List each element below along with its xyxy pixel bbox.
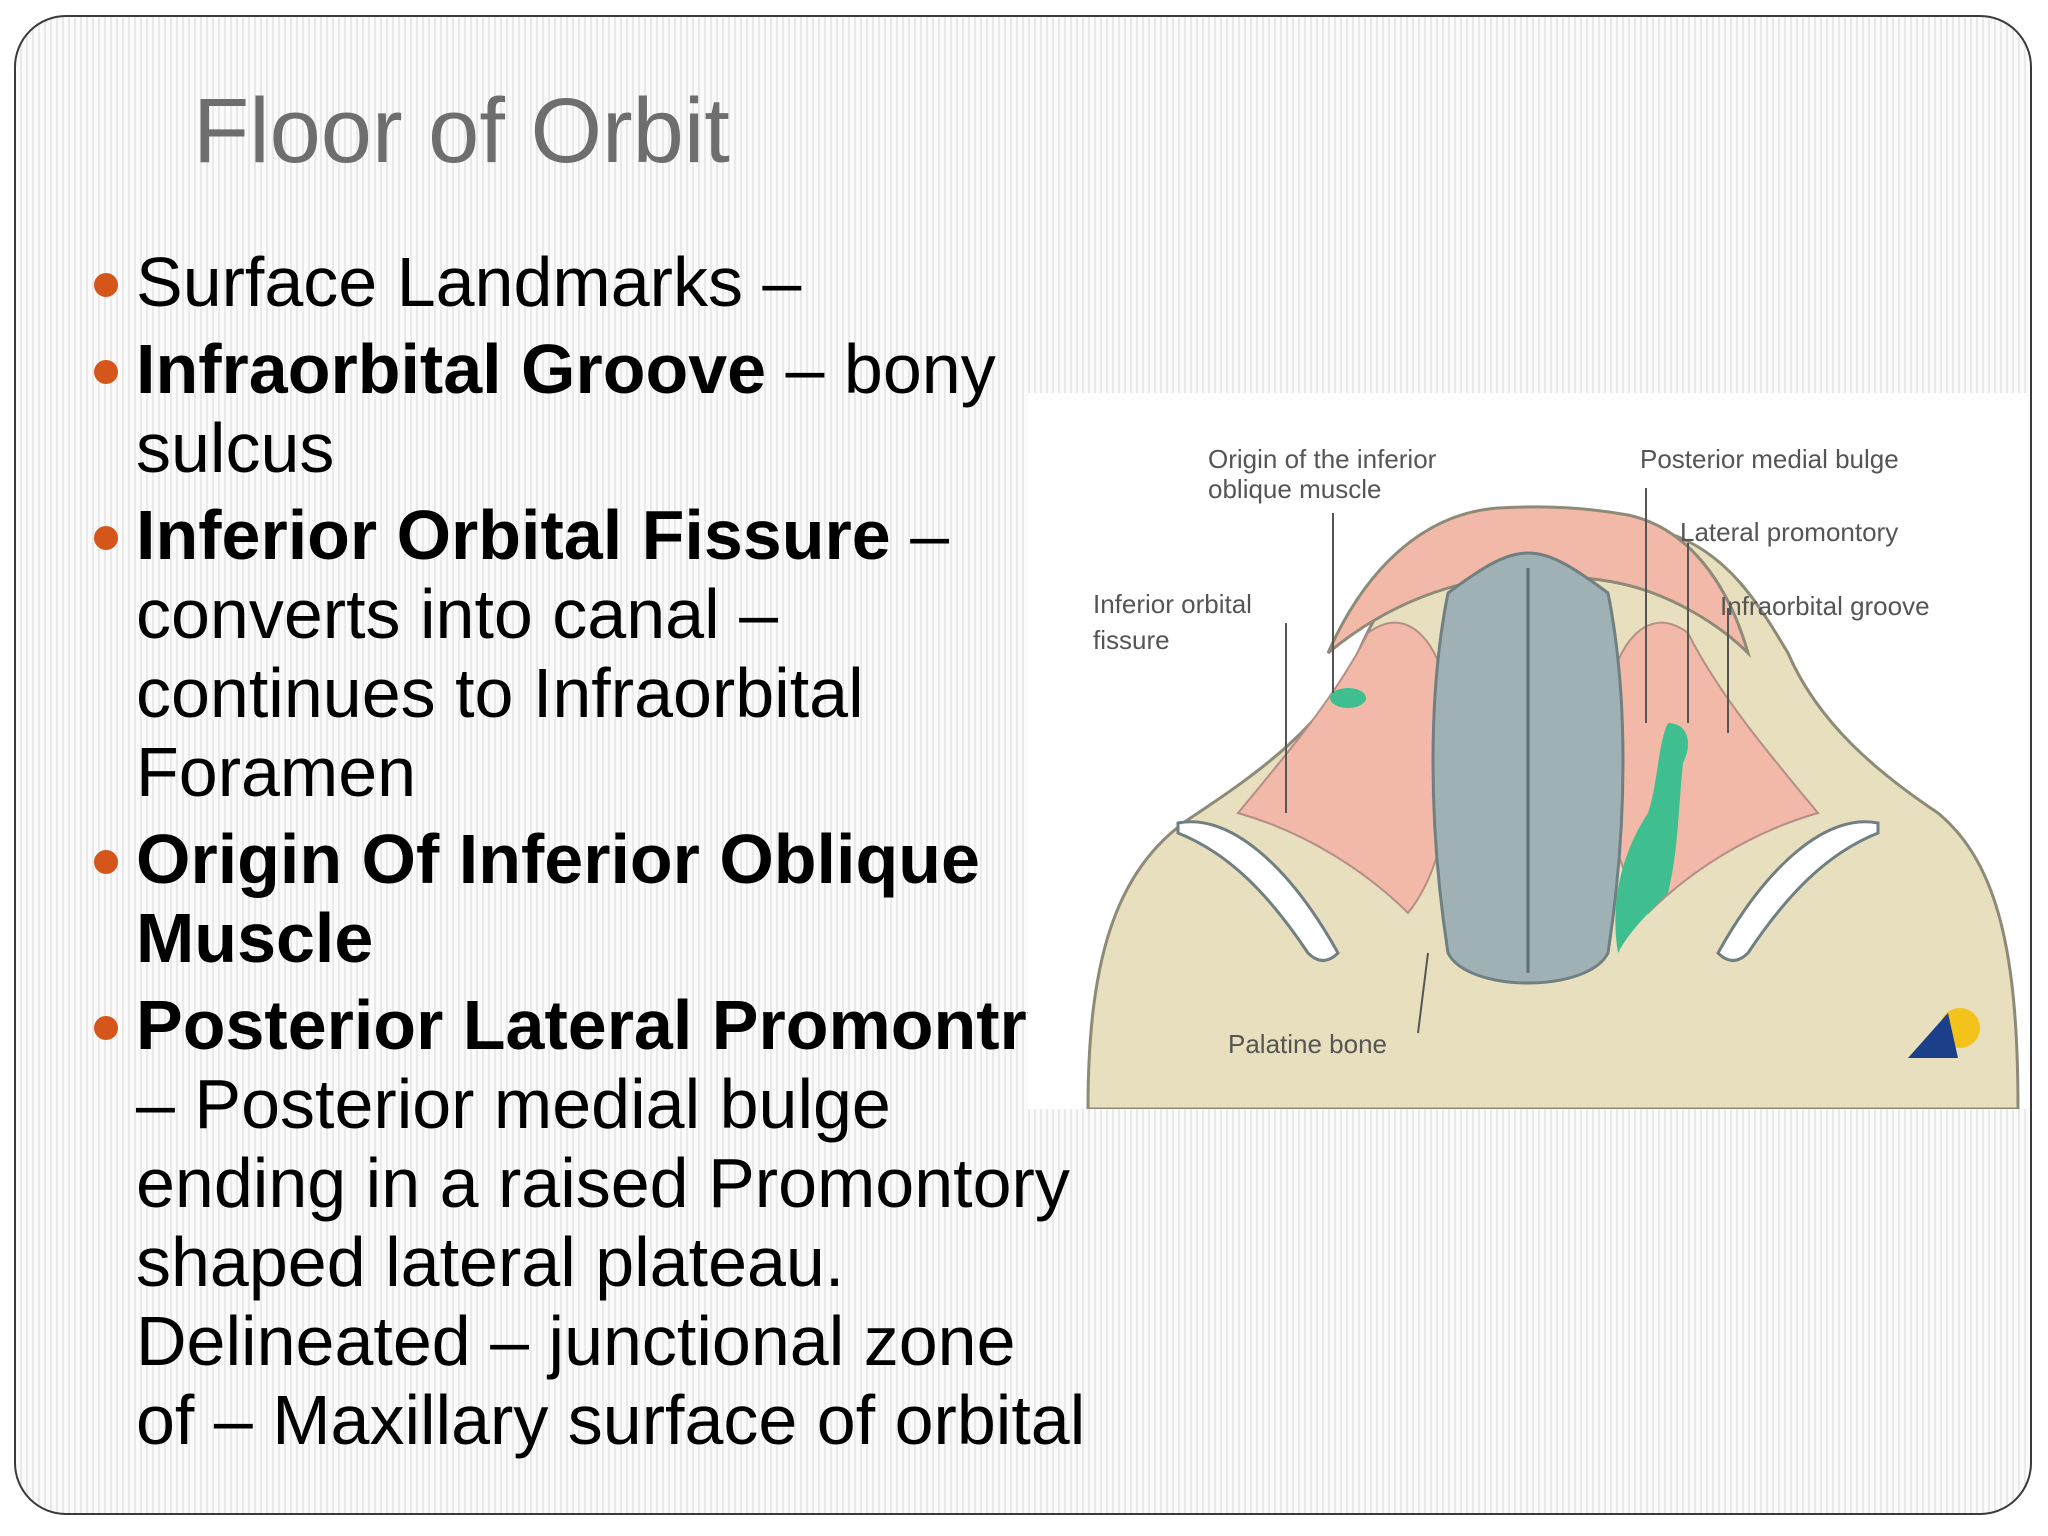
- label-posterior-medial-bulge: Posterior medial bulge: [1640, 444, 1899, 474]
- bullet-bold-text: Infraorbital Groove: [136, 330, 767, 408]
- right-orbital-fissure-shape: [1716, 820, 1880, 962]
- bullet-bold-text: Origin Of Inferior Oblique Muscle: [136, 820, 980, 977]
- bullet-dot-icon: [94, 360, 118, 384]
- bullet-text: Surface Landmarks –: [136, 243, 802, 321]
- bullet-bold-text: Inferior Orbital Fissure: [136, 496, 891, 574]
- bullet-item-surface-landmarks: Surface Landmarks –: [94, 243, 1086, 322]
- slide-frame: Floor of Orbit Surface Landmarks – Infra…: [14, 15, 2032, 1515]
- bullet-dot-icon: [94, 850, 118, 874]
- infraorbital-groove-mark: [1615, 723, 1688, 953]
- bullet-item-inferior-orbital-fissure: Inferior Orbital Fissure – converts into…: [94, 496, 1086, 812]
- left-orbital-fissure-shape: [1176, 820, 1340, 962]
- label-inferior-orbital-fissure-line2: fissure: [1093, 625, 1170, 655]
- bullet-dot-icon: [94, 1016, 118, 1040]
- orbit-floor-diagram: Origin of the inferior oblique muscle Po…: [1086, 444, 2020, 1109]
- bullet-item-infraorbital-groove: Infraorbital Groove – bony sulcus: [94, 330, 1086, 488]
- publisher-logo-triangle: [1908, 1013, 1958, 1058]
- label-origin-inferior-oblique-line1: Origin of the inferior: [1208, 444, 1437, 474]
- label-origin-inferior-oblique-line2: oblique muscle: [1208, 474, 1381, 504]
- label-infraorbital-groove: Infraorbital groove: [1720, 591, 1930, 621]
- leader-line: [1417, 952, 1429, 1034]
- orbit-floor-illustration: Origin of the inferior oblique muscle Po…: [1028, 393, 2028, 1109]
- bullet-item-posterior-lateral-promontry: Posterior Lateral Promontry – Posterior …: [94, 986, 1086, 1460]
- slide-title: Floor of Orbit: [193, 80, 730, 182]
- inferior-oblique-origin-mark: [1330, 688, 1366, 708]
- bullet-list: Surface Landmarks – Infraorbital Groove …: [94, 243, 1086, 1468]
- bullet-text: – Posterior medial bulge ending in a rai…: [136, 1065, 1086, 1459]
- label-palatine-bone: Palatine bone: [1228, 1029, 1387, 1059]
- bullet-dot-icon: [94, 273, 118, 297]
- label-lateral-promontory: Lateral promontory: [1680, 517, 1898, 547]
- bullet-bold-text: Posterior Lateral Promontry: [136, 986, 1066, 1064]
- bullet-dot-icon: [94, 526, 118, 550]
- bullet-text: – converts into canal – continues to Inf…: [136, 496, 950, 811]
- bullet-text: – bony sulcus: [136, 330, 996, 487]
- label-inferior-orbital-fissure-line1: Inferior orbital: [1093, 589, 1252, 619]
- bullet-item-inferior-oblique-origin: Origin Of Inferior Oblique Muscle: [94, 820, 1086, 978]
